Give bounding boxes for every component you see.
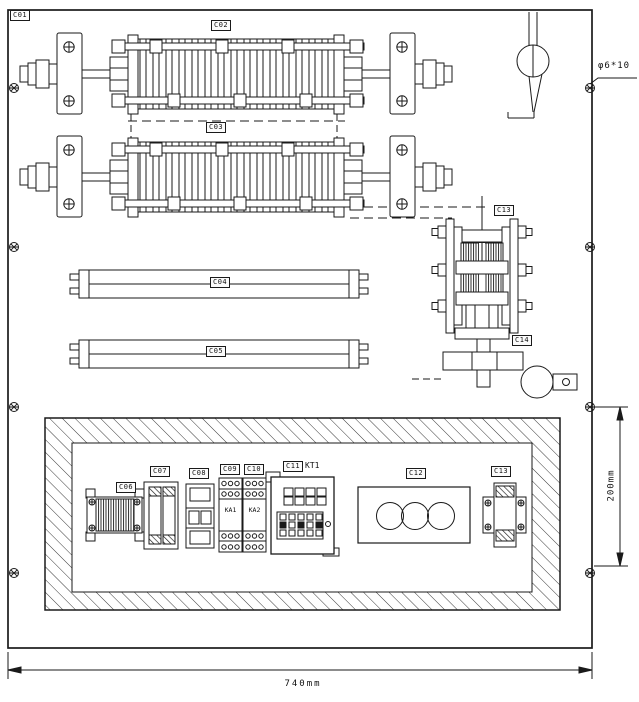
label-ka2: KA2 [248,506,261,514]
panel-unit-c13 [482,482,527,548]
projection-lines [128,114,486,380]
hole-note-text: φ6*10 [598,61,631,71]
label-c13-side: C13 [494,205,515,216]
dimension-width [7,652,593,679]
frame-border [7,9,593,649]
label-c12: C12 [406,468,427,479]
clamp-assembly-c14 [442,351,578,399]
contactor-ka2 [242,477,267,553]
resistor-bank-c03 [20,136,452,217]
label-kt1: KT1 [305,461,320,470]
hole-callout-leader [589,77,637,85]
label-c10: C10 [244,464,265,475]
label-ka1: KA1 [224,506,237,514]
dim-width-text: 740mm [284,679,322,689]
screw-hole-icon [585,242,595,252]
dimension-height [594,406,628,567]
side-view-resistor-c13 [431,218,533,353]
fuse-block-c07 [143,481,179,550]
resistor-bank-c02 [20,33,452,114]
label-c09: C09 [220,464,241,475]
heatsink-c06 [85,488,145,542]
screw-hole-icon [9,83,19,93]
label-c03: C03 [206,122,227,133]
label-c05: C05 [206,346,227,357]
screw-hole-icon [9,402,19,412]
timer-relay-kt1 [265,471,340,557]
screw-hole-icon [585,402,595,412]
label-c07: C07 [150,466,171,477]
label-c01: C01 [10,10,31,21]
hanging-hook [507,12,550,119]
screw-hole-icon [585,568,595,578]
breaker-c08 [185,483,215,549]
label-c08: C08 [189,468,210,479]
label-c13-panel: C13 [491,466,512,477]
screw-hole-icon [9,242,19,252]
label-c02: C02 [211,20,232,31]
screw-hole-icon [585,83,595,93]
screw-hole-icon [9,568,19,578]
terminal-box-c12 [357,486,471,544]
label-c04: C04 [210,277,231,288]
label-c11: C11 [283,461,304,472]
dim-height-text: 200mm [606,469,617,502]
label-c14: C14 [512,335,533,346]
contactor-ka1 [218,477,243,553]
label-c06: C06 [116,482,137,493]
